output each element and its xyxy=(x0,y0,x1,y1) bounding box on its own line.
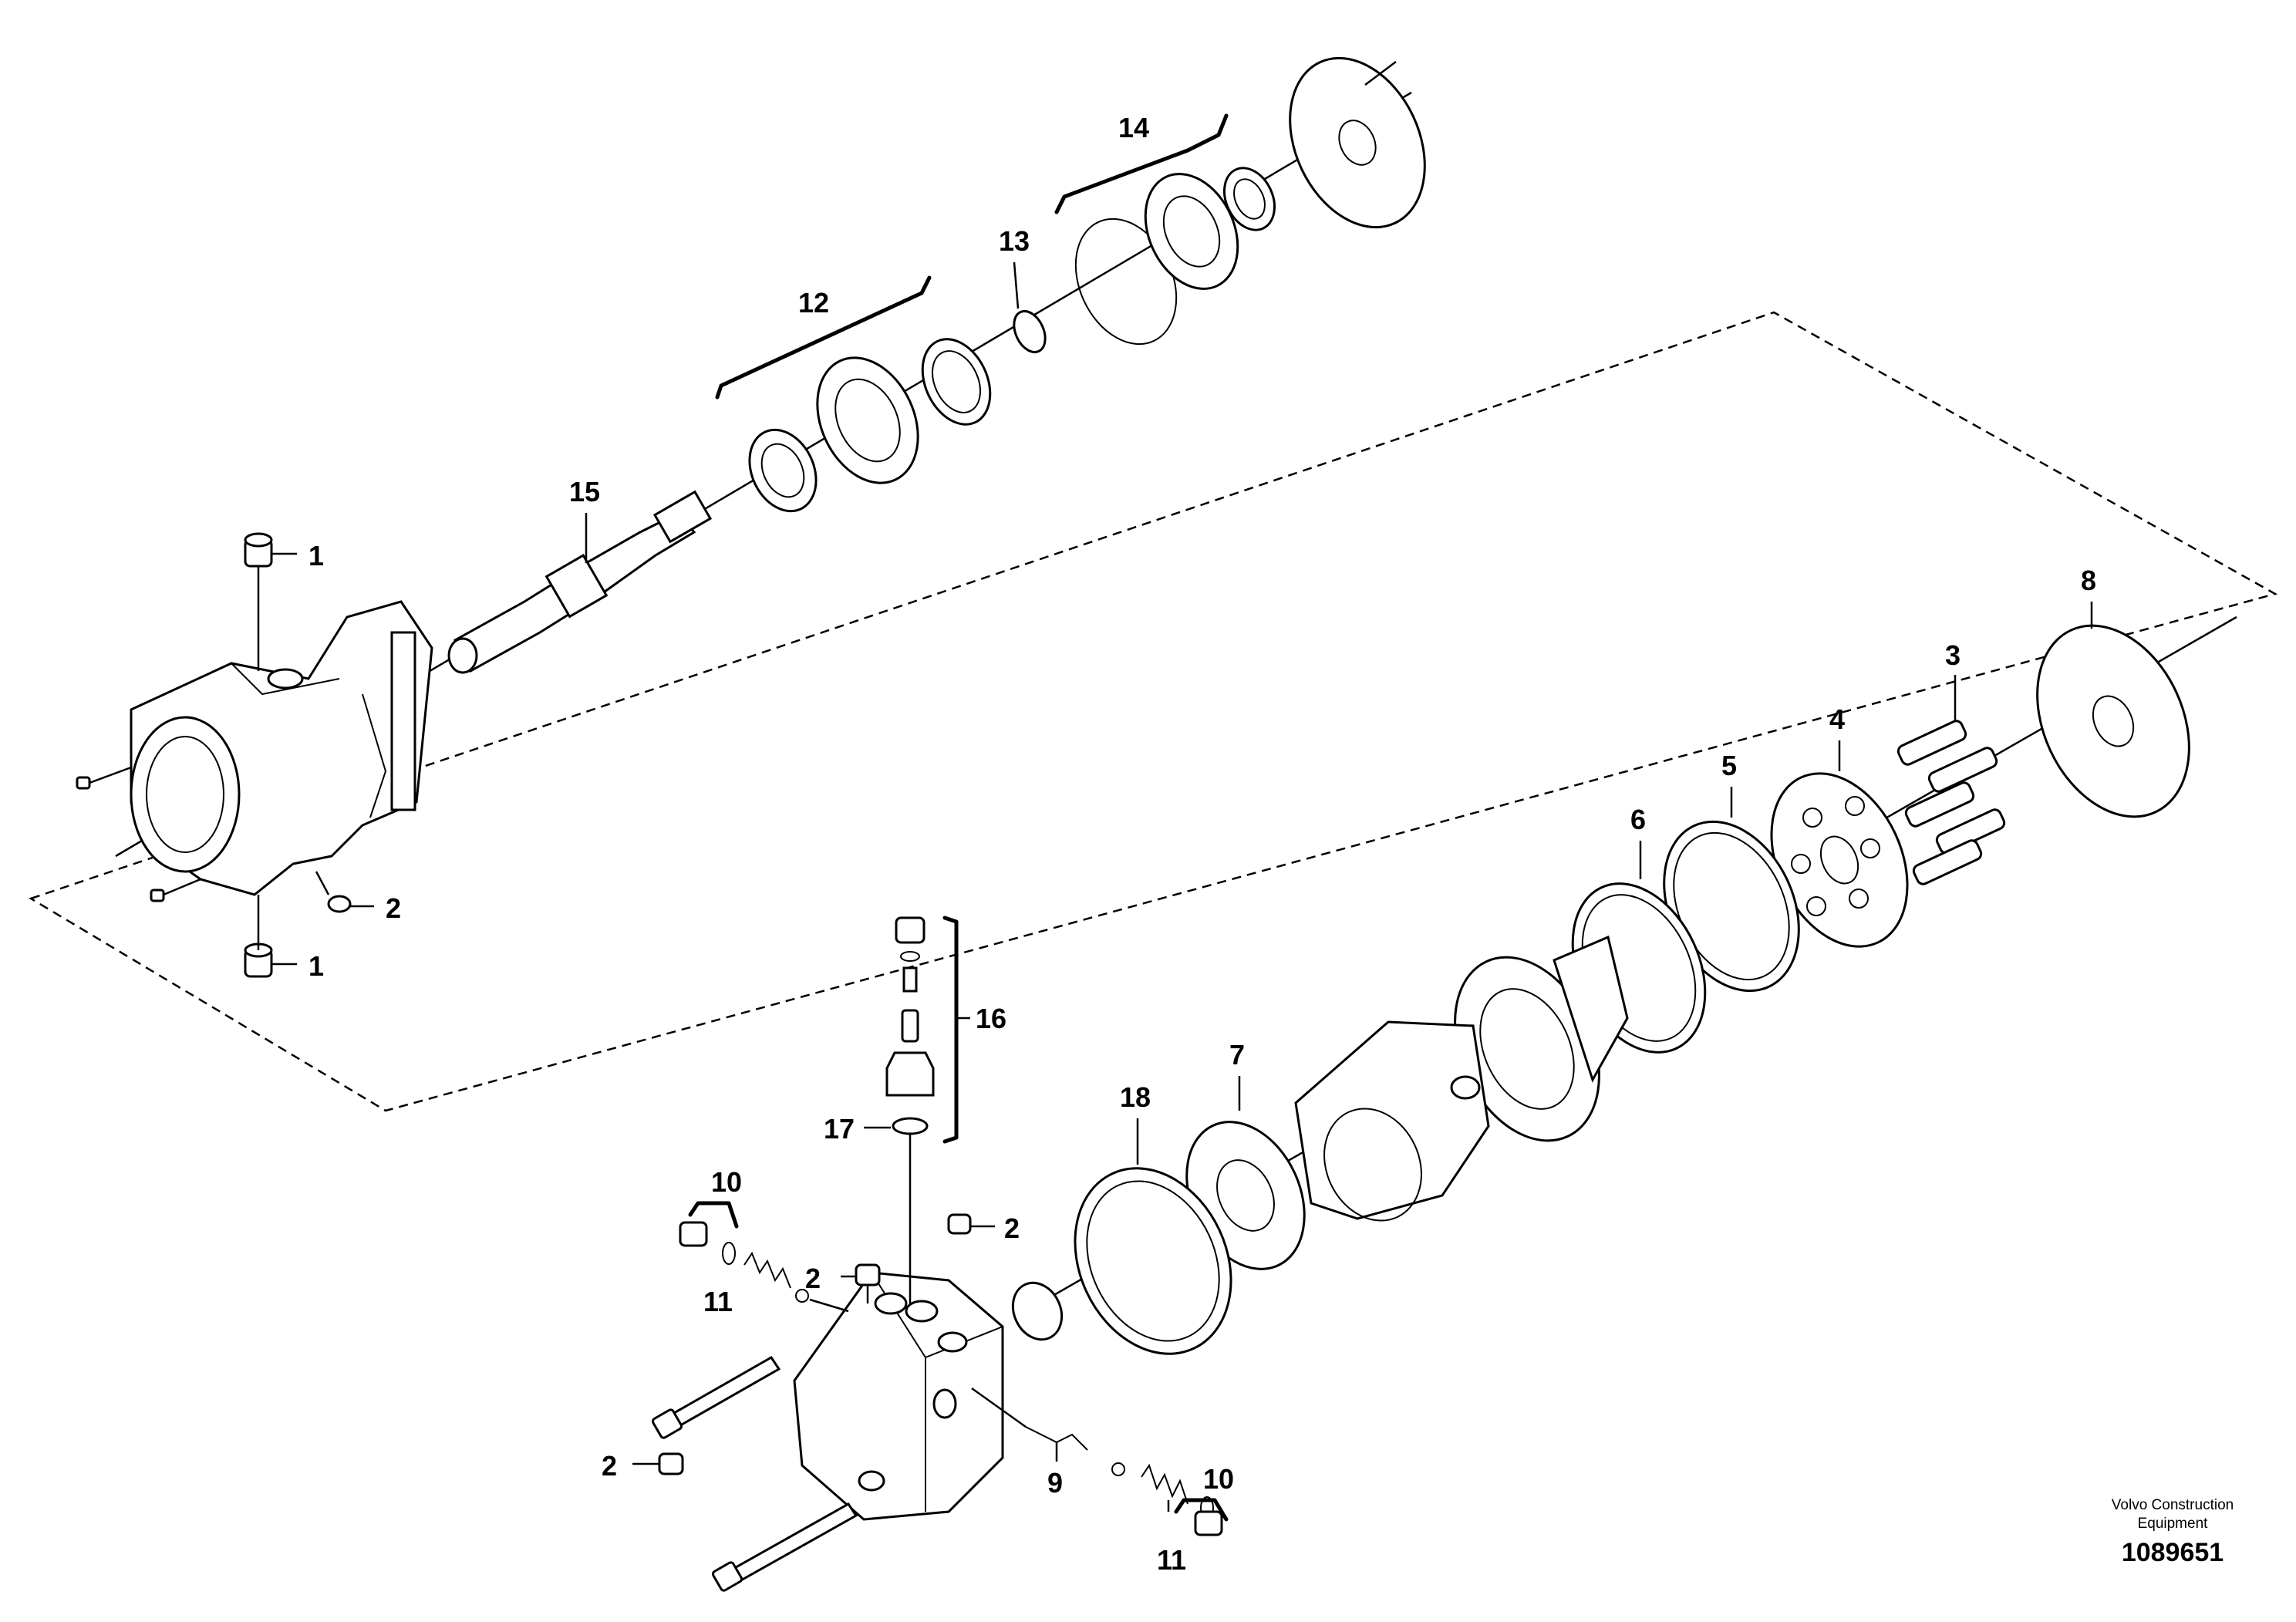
bracket-16 xyxy=(942,916,959,1144)
spring-set-right xyxy=(971,1387,1223,1536)
valve-bushing xyxy=(1011,1281,1064,1341)
callout-11-left: 11 xyxy=(703,1286,733,1317)
gasket xyxy=(1074,1118,1232,1355)
callout-2-housing: 2 xyxy=(386,892,401,924)
callout-8: 8 xyxy=(2081,565,2096,596)
callout-9: 9 xyxy=(1047,1467,1063,1499)
bracket-12 xyxy=(715,275,932,400)
cover-plate xyxy=(1289,56,1426,229)
callout-2-right: 2 xyxy=(1004,1212,1020,1244)
drawing-number: 1089651 xyxy=(2121,1538,2224,1567)
callout-16: 16 xyxy=(976,1003,1006,1034)
plug-2-upper xyxy=(841,1263,881,1303)
leader-13 xyxy=(1013,261,1020,309)
drawing-footer: Volvo Construction Equipment 1089651 xyxy=(2088,1496,2257,1568)
callout-17: 17 xyxy=(824,1113,855,1145)
callout-3: 3 xyxy=(1945,639,1961,671)
brand-label: Volvo Construction Equipment xyxy=(2111,1497,2234,1532)
thrust-plate xyxy=(2036,602,2190,818)
cam-sleeve xyxy=(1294,1020,1490,1222)
plug-2-housing xyxy=(315,871,352,913)
bushing-top xyxy=(244,532,273,671)
spring-set-left xyxy=(679,1221,849,1313)
pin-bottom xyxy=(150,878,201,902)
callout-7: 7 xyxy=(1229,1039,1245,1071)
callout-13: 13 xyxy=(999,225,1030,257)
callout-11-right: 11 xyxy=(1157,1544,1186,1576)
drive-shaft xyxy=(447,490,713,674)
callout-1-top: 1 xyxy=(308,540,324,572)
assembly-boundary xyxy=(29,311,2278,1112)
plug-2-left xyxy=(632,1452,684,1475)
callout-18: 18 xyxy=(1120,1081,1151,1113)
pump-housing xyxy=(130,600,433,896)
ring-5 xyxy=(1663,787,1800,993)
bracket-10-right xyxy=(1174,1498,1229,1522)
bearing-assembly xyxy=(748,338,992,513)
piston-set xyxy=(1896,675,2006,885)
callout-2-upper: 2 xyxy=(805,1263,821,1294)
bushing-bottom xyxy=(244,895,273,978)
callout-10-right: 10 xyxy=(1203,1463,1234,1495)
callout-10-left: 10 xyxy=(711,1166,742,1198)
bolt-lower xyxy=(711,1502,858,1592)
plug-2-right xyxy=(947,1213,995,1235)
callout-14: 14 xyxy=(1118,112,1149,143)
callout-12: 12 xyxy=(798,287,829,319)
seal-assembly xyxy=(1074,167,1276,346)
callout-15: 15 xyxy=(569,476,600,508)
callout-1-bottom: 1 xyxy=(308,950,324,982)
callout-4: 4 xyxy=(1829,703,1845,735)
valve-block xyxy=(793,1271,1004,1521)
bracket-14 xyxy=(1054,113,1229,214)
callout-6: 6 xyxy=(1630,804,1646,835)
pin-left xyxy=(76,766,132,790)
relief-valve-stack xyxy=(885,916,935,1303)
cylinder-block xyxy=(1454,935,1629,1142)
callout-2-left: 2 xyxy=(602,1450,617,1482)
bolt-upper xyxy=(651,1356,781,1439)
callout-5: 5 xyxy=(1721,750,1737,781)
snap-ring xyxy=(1013,310,1047,353)
bracket-10-left xyxy=(688,1201,739,1229)
